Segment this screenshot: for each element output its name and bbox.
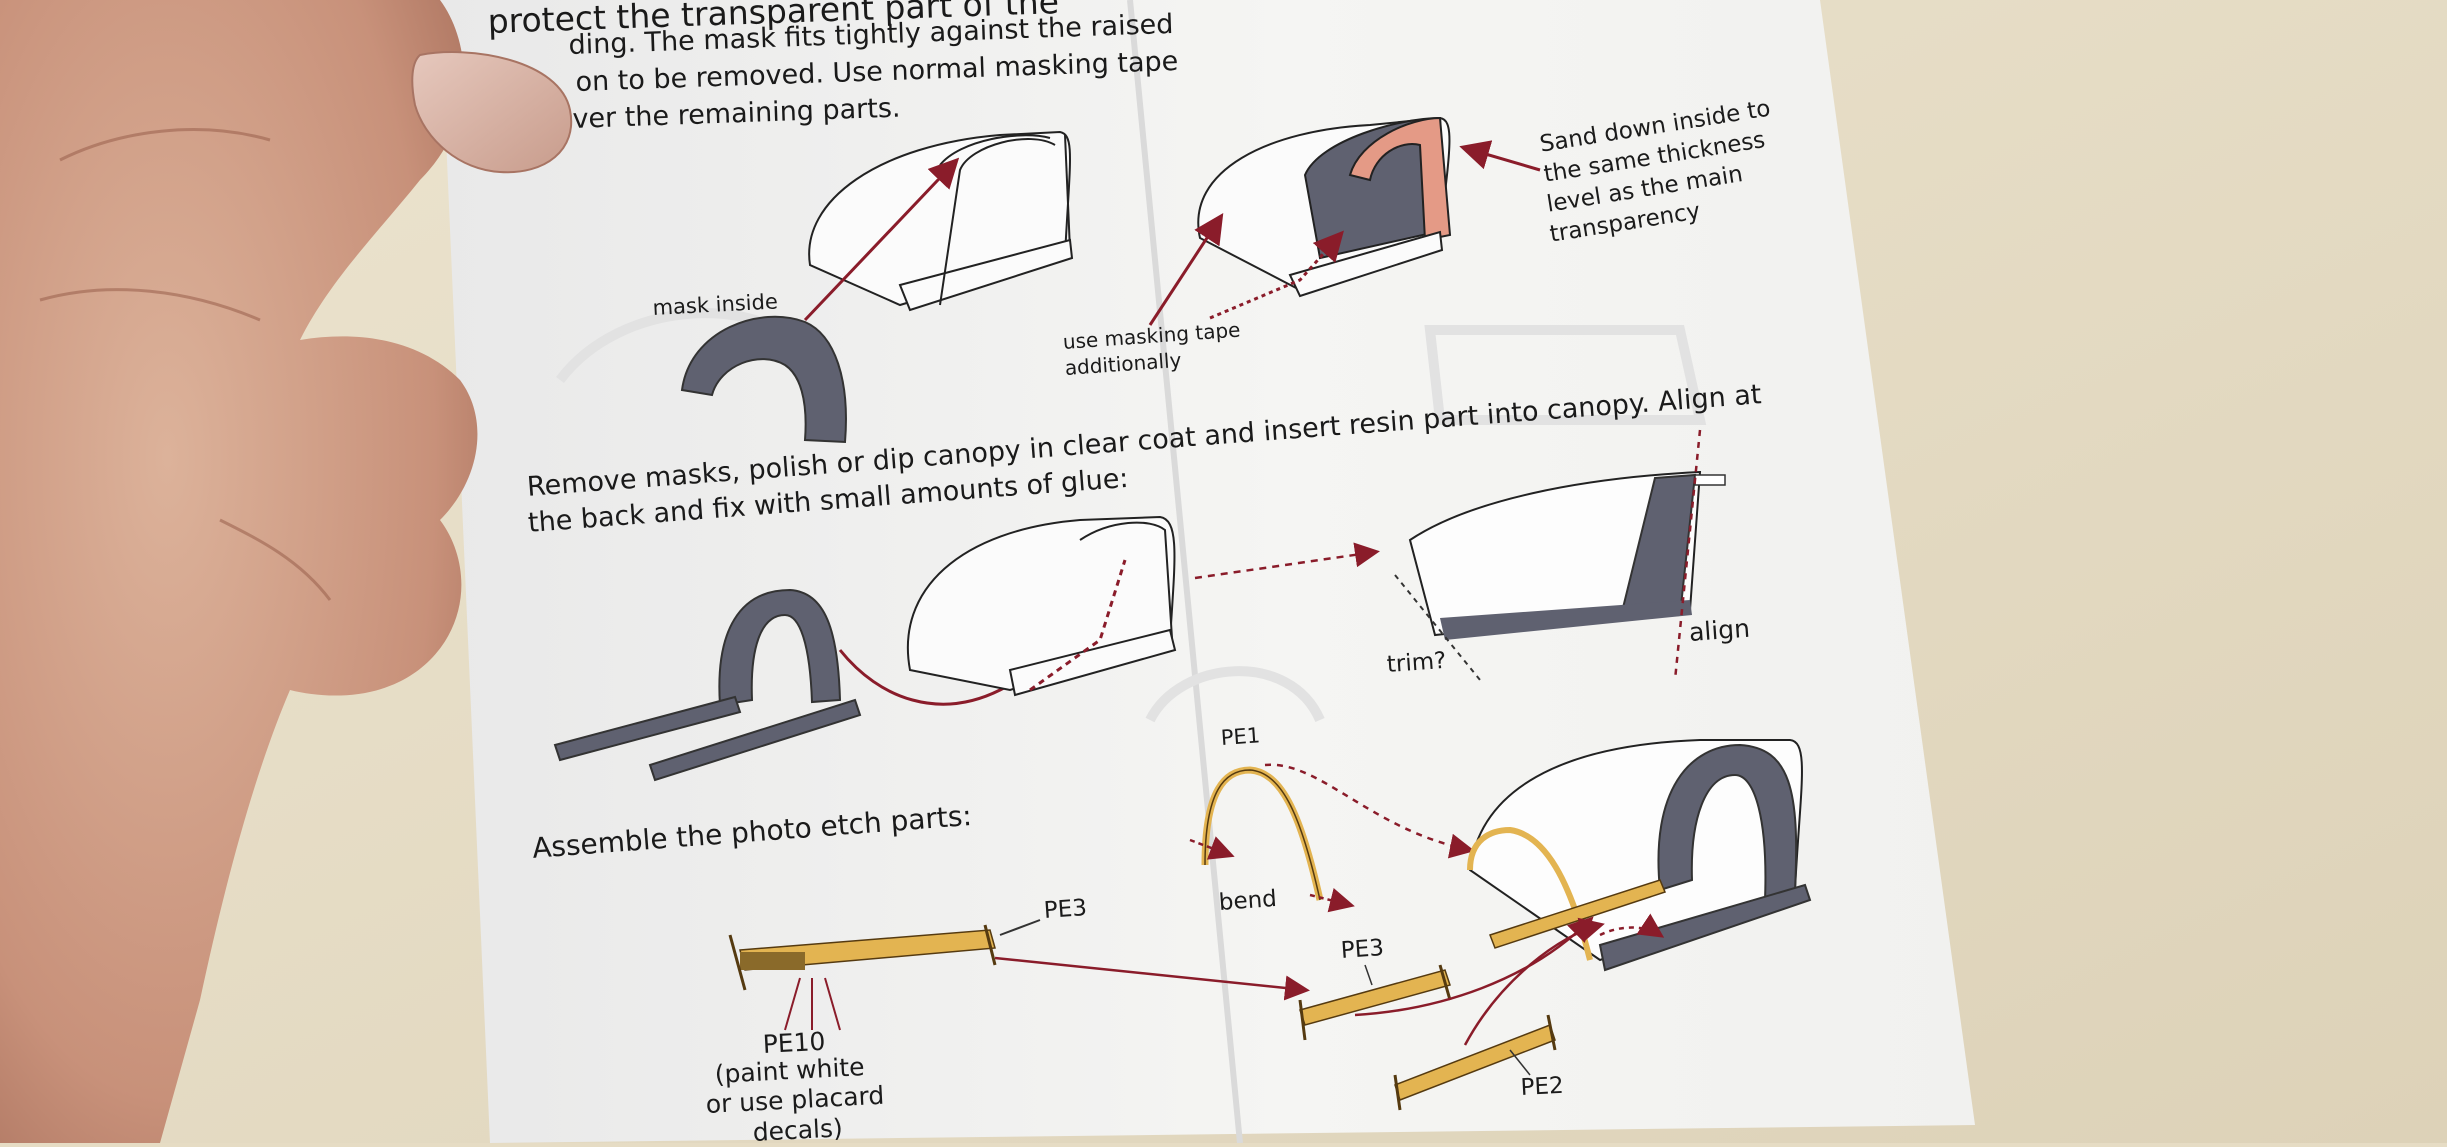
pe1-frame	[1201, 766, 1324, 901]
canopy-diagram-sand	[1197, 116, 1452, 298]
label-pe2: PE2	[1520, 1072, 1565, 1101]
resin-part-diagram	[553, 588, 862, 782]
mask-arrow	[803, 157, 960, 322]
label-pe1: PE1	[1220, 723, 1261, 750]
pe3-to-canopy-arrow	[1354, 916, 1594, 1017]
pe10-strip	[728, 924, 997, 1031]
sand-arrow	[1459, 140, 1541, 172]
pe2-strip	[1393, 1014, 1557, 1111]
pe10-to-canopy-arrow	[994, 956, 1310, 1001]
label-pe3-left: PE3	[1043, 894, 1088, 924]
tape-arrow-2	[1209, 230, 1344, 320]
label-pe10-note-3: decals)	[752, 1113, 844, 1147]
final-dash-arrow	[1599, 913, 1665, 938]
tape-arrow-1	[1148, 212, 1224, 326]
align-arrow	[1194, 542, 1380, 580]
label-trim: trim?	[1386, 647, 1448, 678]
canopy-middle	[906, 515, 1177, 697]
pe3-leader-left	[999, 919, 1041, 936]
pe3-strip	[1298, 964, 1452, 1041]
instruction-sheet	[440, 0, 1975, 1143]
pe2-to-canopy-arrow	[1463, 917, 1605, 1046]
sheet-fold	[1127, 0, 1243, 1143]
mask-part	[680, 315, 847, 444]
bend-arrow-right	[1309, 888, 1355, 913]
label-align: align	[1688, 613, 1751, 647]
canopy-final	[1467, 739, 1812, 972]
label-pe3-right: PE3	[1340, 934, 1385, 964]
label-bend: bend	[1218, 885, 1278, 916]
hand	[0, 0, 573, 1143]
canopy-side-view	[1394, 429, 1726, 681]
canopy-diagram-mask	[808, 130, 1074, 312]
bend-arrow-left	[1189, 836, 1235, 860]
